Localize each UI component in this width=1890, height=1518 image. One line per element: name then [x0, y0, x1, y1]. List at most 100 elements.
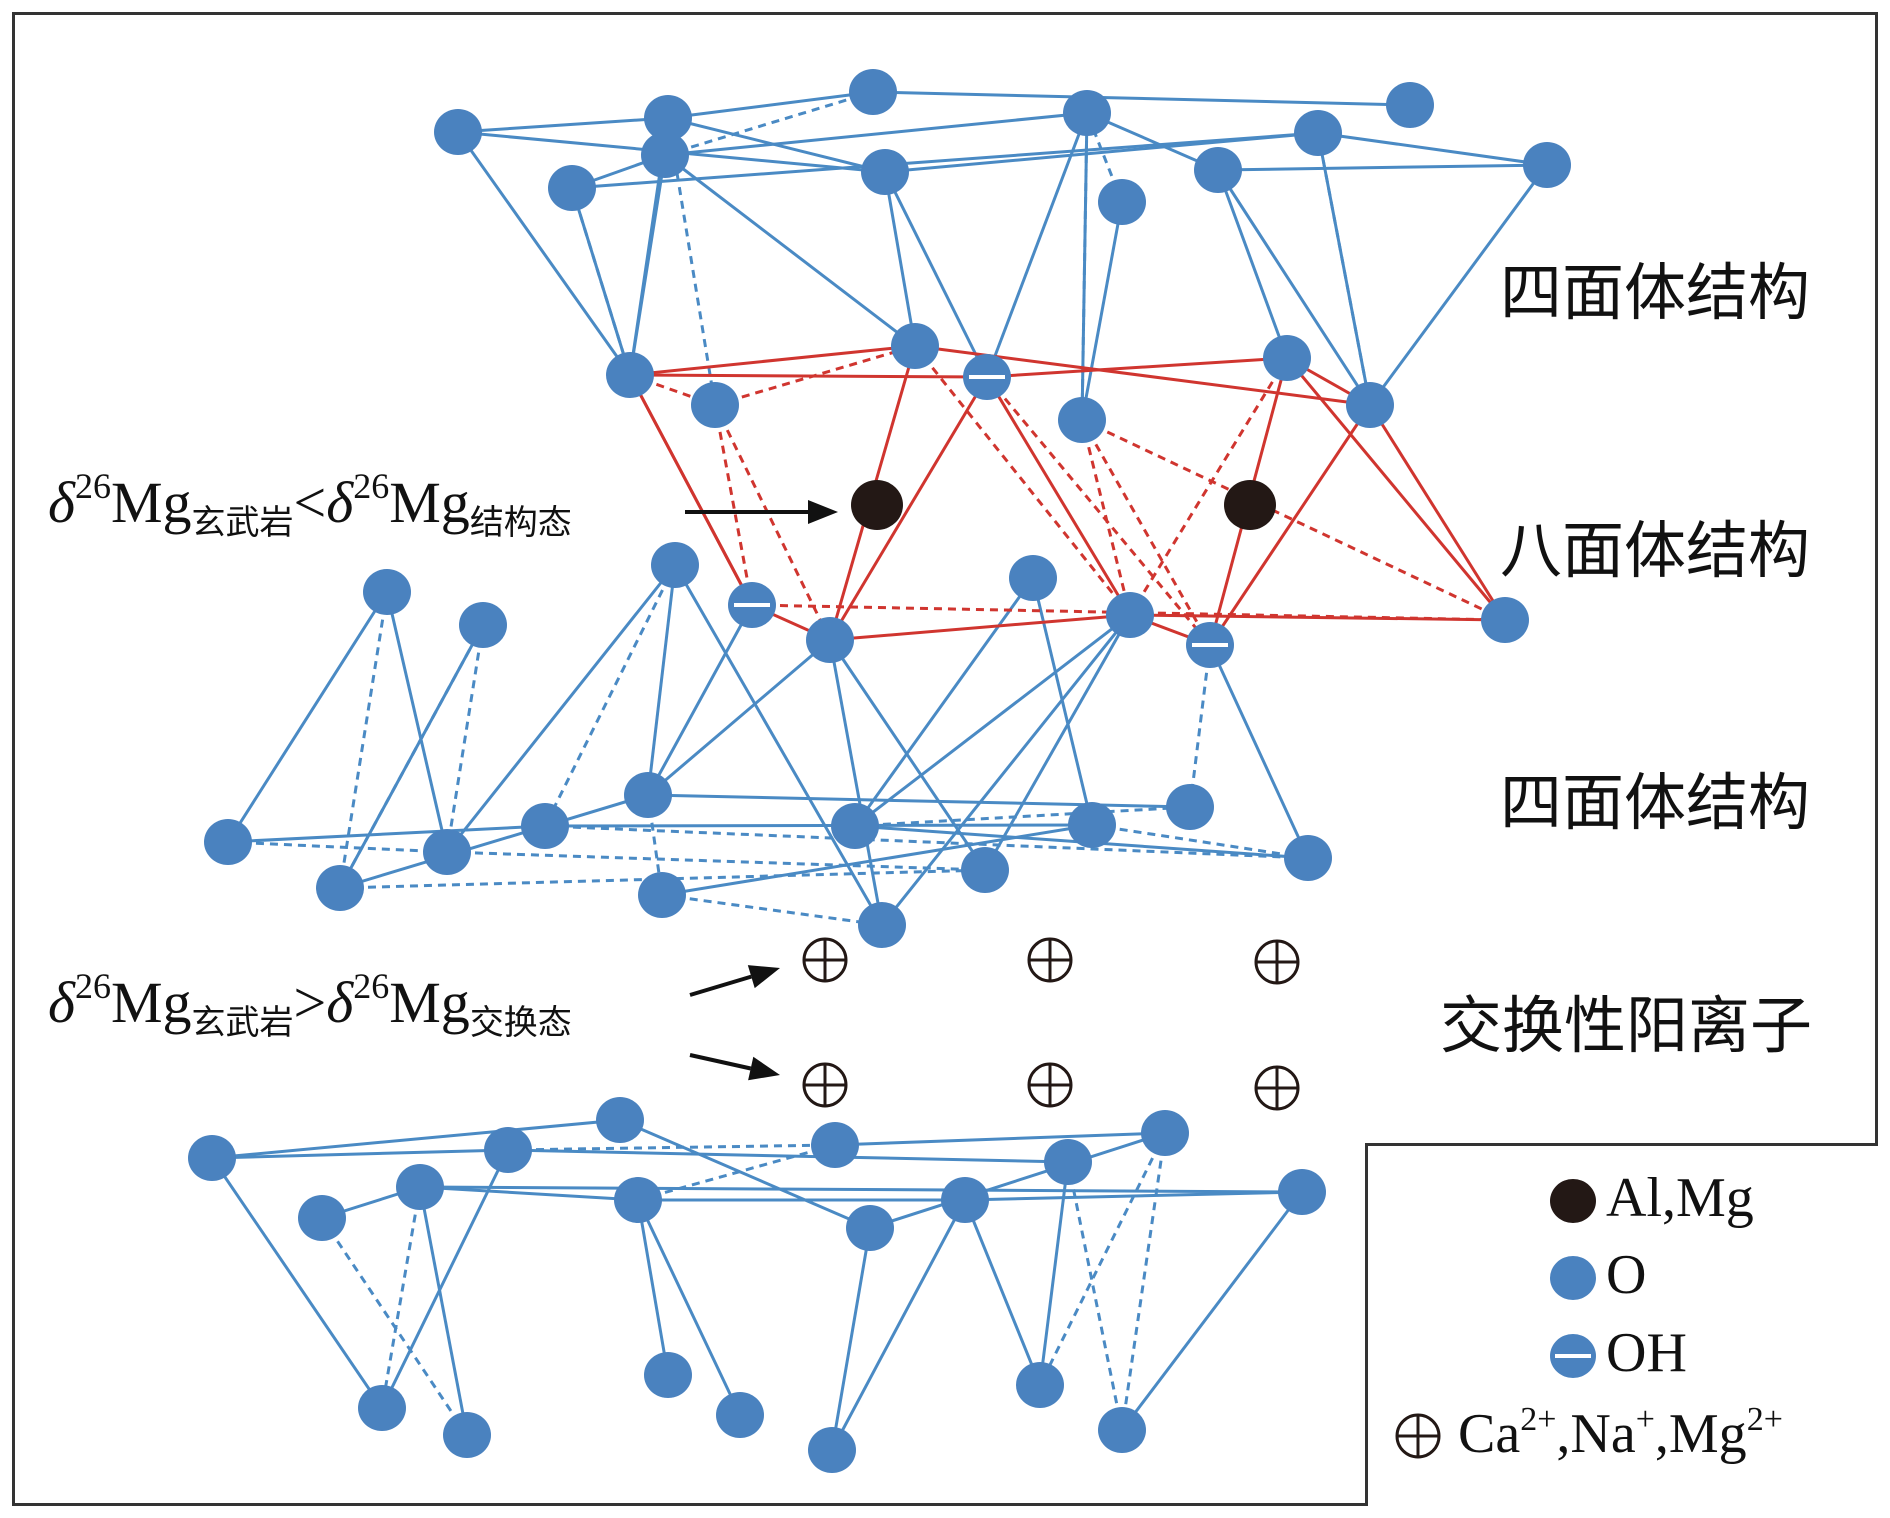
octahedral-bond: [985, 376, 1132, 616]
exchangeable-cation: [1254, 939, 1300, 985]
atoms: [188, 69, 1571, 1473]
octahedral-back-bond: [1080, 419, 1132, 616]
tetrahedral-bond: [880, 614, 1132, 926]
tetrahedral-bond: [834, 1131, 1166, 1147]
tetrahedral-bond: [853, 577, 1035, 827]
tetrahedral-bond: [380, 1149, 510, 1409]
octahedral-back-bond: [913, 345, 1132, 616]
al-mg-atom: [1224, 480, 1276, 530]
tetrahedral-bond: [854, 613, 1131, 828]
tetrahedral-back-bond: [338, 591, 389, 889]
tetrahedral-back-bond: [570, 187, 632, 376]
legend-symbols: [1395, 1179, 1596, 1459]
tetrahedral-bond: [983, 614, 1132, 871]
tetrahedral-bond: [226, 591, 389, 843]
oxygen-atom: [1386, 82, 1434, 128]
tetrahedral-bond: [339, 793, 649, 890]
pointer-arrow: [685, 500, 838, 524]
oxygen-atom: [624, 772, 672, 818]
formula-exchange: δ26Mg玄武岩>δ26Mg交换态: [48, 966, 572, 1043]
oxygen-atom: [858, 902, 906, 948]
tetrahedral-bond: [544, 823, 1093, 828]
oxygen-atom: [961, 847, 1009, 893]
tetrahedral-bond: [636, 1199, 742, 1416]
tetrahedral-bond: [667, 116, 886, 174]
oxygen-atom: [641, 132, 689, 178]
tetrahedral-back-bond: [1038, 1132, 1167, 1386]
tetrahedral-back-bond: [338, 624, 485, 889]
tetrahedral-bond: [1317, 131, 1548, 167]
oxygen-atom: [396, 1164, 444, 1210]
octahedral-back-bond: [713, 404, 754, 606]
oxygen-atom: [1263, 335, 1311, 381]
octahedral-bond: [828, 376, 989, 641]
tetrahedral-bond: [828, 639, 884, 926]
oxygen-atom: [614, 1177, 662, 1223]
octahedral-bond: [1285, 357, 1507, 621]
tetrahedral-bond: [227, 824, 546, 844]
octahedral-back-bond: [1081, 418, 1506, 622]
octahedral-back-bond: [713, 404, 832, 641]
tetrahedral-bond: [1080, 201, 1124, 421]
tetrahedral-bond: [1216, 169, 1372, 406]
oxygen-atom: [1346, 382, 1394, 428]
legend-cation-marker: [1395, 1413, 1441, 1459]
oxygen-atom: [861, 149, 909, 195]
exchangeable-cation: [802, 937, 848, 983]
tetrahedral-bond: [1368, 164, 1549, 406]
oxygen-atom: [1194, 147, 1242, 193]
oxygen-atom: [606, 352, 654, 398]
oxygen-atom: [1141, 1110, 1189, 1156]
oxygen-atom: [691, 382, 739, 428]
oxygen-atom: [298, 1195, 346, 1241]
legend-label-oh: OH: [1606, 1322, 1687, 1384]
tetrahedral-back-bond: [661, 893, 883, 927]
tetrahedral-bonds: [210, 90, 1549, 1451]
tetrahedral-bond: [869, 1131, 1166, 1230]
oxygen-atom: [1016, 1362, 1064, 1408]
tetrahedral-bond: [872, 90, 1411, 107]
tetrahedral-back-bond: [637, 1143, 836, 1202]
tetrahedral-bond: [667, 90, 874, 120]
figure-frame: [12, 12, 1878, 1506]
octahedral-bond: [1208, 404, 1372, 646]
legend-label-o: O: [1606, 1244, 1647, 1306]
oxygen-atom: [521, 803, 569, 849]
oxygen-atom: [363, 569, 411, 615]
oxygen-atom: [1481, 597, 1529, 643]
tetrahedral-bond: [445, 564, 677, 853]
tetrahedral-bond: [661, 823, 1093, 897]
oxygen-atom: [806, 617, 854, 663]
oxygen-atom: [1058, 397, 1106, 443]
oxygen-atom: [316, 865, 364, 911]
tetrahedral-bond: [646, 604, 754, 796]
octahedral-bond: [1368, 404, 1507, 621]
tetrahedral-bond: [418, 1186, 469, 1436]
tetrahedral-bond: [628, 154, 667, 376]
tetrahedral-bond: [985, 112, 1089, 378]
tetrahedral-bond: [636, 1199, 670, 1376]
oxygen-atom: [596, 1097, 644, 1143]
tetrahedral-bond: [419, 1185, 1303, 1194]
exchangeable-cation: [1254, 1065, 1300, 1111]
tetrahedral-bond: [456, 131, 632, 376]
oxygen-atom: [1063, 90, 1111, 136]
oxygen-atom: [831, 803, 879, 849]
tetrahedral-back-bond: [1091, 823, 1309, 860]
oxygen-atom: [1523, 142, 1571, 188]
tetrahedral-back-bond: [544, 824, 1309, 860]
oxygen-atom: [808, 1427, 856, 1473]
oxygen-atom: [443, 1412, 491, 1458]
formula-structural: δ26Mg玄武岩<δ26Mg结构态: [48, 466, 572, 543]
oxygen-atom: [1294, 110, 1342, 156]
legend-label-al-mg: Al,Mg: [1606, 1167, 1754, 1229]
exchangeable-cation: [802, 1062, 848, 1108]
tetrahedral-bond: [883, 171, 989, 378]
octahedral-back-bond: [1080, 419, 1212, 646]
tetrahedral-bond: [1208, 644, 1310, 859]
oxygen-atom: [484, 1127, 532, 1173]
oxygen-atom: [459, 602, 507, 648]
tetrahedral-bond: [963, 1199, 1042, 1386]
tetrahedral-bond: [664, 153, 916, 348]
